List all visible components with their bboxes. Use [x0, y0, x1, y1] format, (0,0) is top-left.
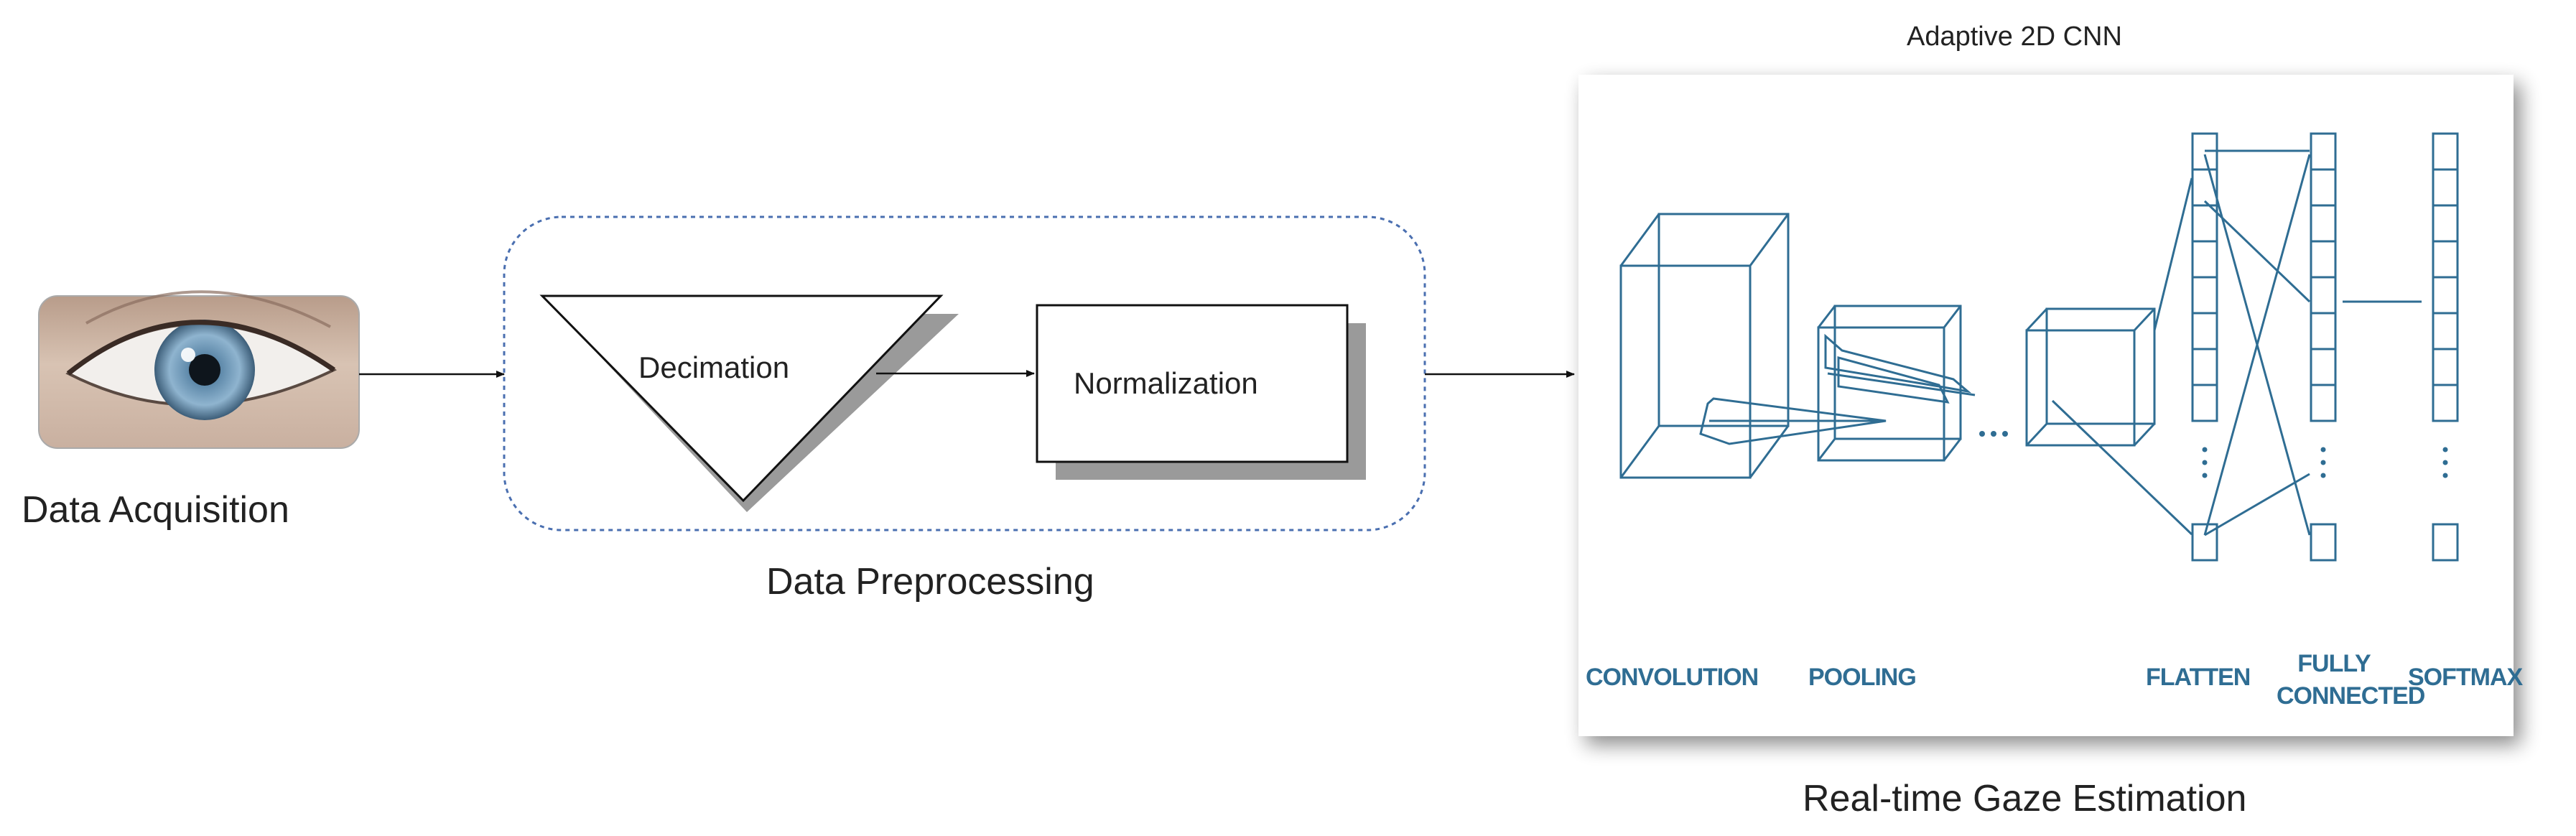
pooling-cube — [1817, 305, 1976, 462]
flatten-label: FLATTEN — [2146, 664, 2251, 691]
fully-connected-column — [2310, 132, 2337, 562]
cnn-graphic — [1619, 132, 2459, 562]
pooling-label: POOLING — [1808, 664, 1917, 691]
ellipsis-dot — [2202, 473, 2208, 478]
neuron-cell — [2191, 523, 2218, 562]
softmax-column — [2432, 132, 2459, 562]
flatten-column — [2191, 132, 2218, 562]
fully-label: FULLY — [2297, 650, 2371, 677]
feature-cube — [2025, 177, 2193, 536]
gaze-estimation-label: Real-time Gaze Estimation — [1803, 778, 2247, 819]
ellipsis-dot — [2202, 447, 2208, 452]
ellipsis-dots — [1979, 431, 2008, 437]
data-acquisition-label: Data Acquisition — [22, 489, 289, 531]
flatten-fc-connections — [2203, 149, 2311, 537]
eye-icon — [38, 290, 360, 449]
data-preprocessing-label: Data Preprocessing — [766, 561, 1094, 603]
ellipsis-dot — [2320, 447, 2326, 452]
decimation-block — [539, 294, 959, 512]
decimation-label: Decimation — [638, 350, 790, 384]
neuron-cell — [2310, 523, 2337, 562]
ellipsis-dot — [2320, 460, 2326, 465]
cnn-title: Adaptive 2D CNN — [1907, 22, 2122, 52]
softmax-label: SOFTMAX — [2408, 664, 2523, 691]
neuron-cell — [2191, 384, 2218, 422]
ellipsis-dot — [2202, 460, 2208, 465]
ellipsis-dot — [2320, 473, 2326, 478]
convolution-label: CONVOLUTION — [1586, 664, 1759, 691]
normalization-block — [1036, 304, 1366, 480]
neuron-cell — [2432, 384, 2459, 422]
ellipsis-dot — [2442, 460, 2448, 465]
ellipsis-dot — [2442, 447, 2448, 452]
neuron-cell — [2310, 384, 2337, 422]
convolution-cube — [1619, 213, 1887, 479]
normalization-label: Normalization — [1074, 366, 1258, 400]
ellipsis-dot — [2442, 473, 2448, 478]
neuron-cell — [2432, 523, 2459, 562]
connected-label: CONNECTED — [2277, 682, 2425, 710]
